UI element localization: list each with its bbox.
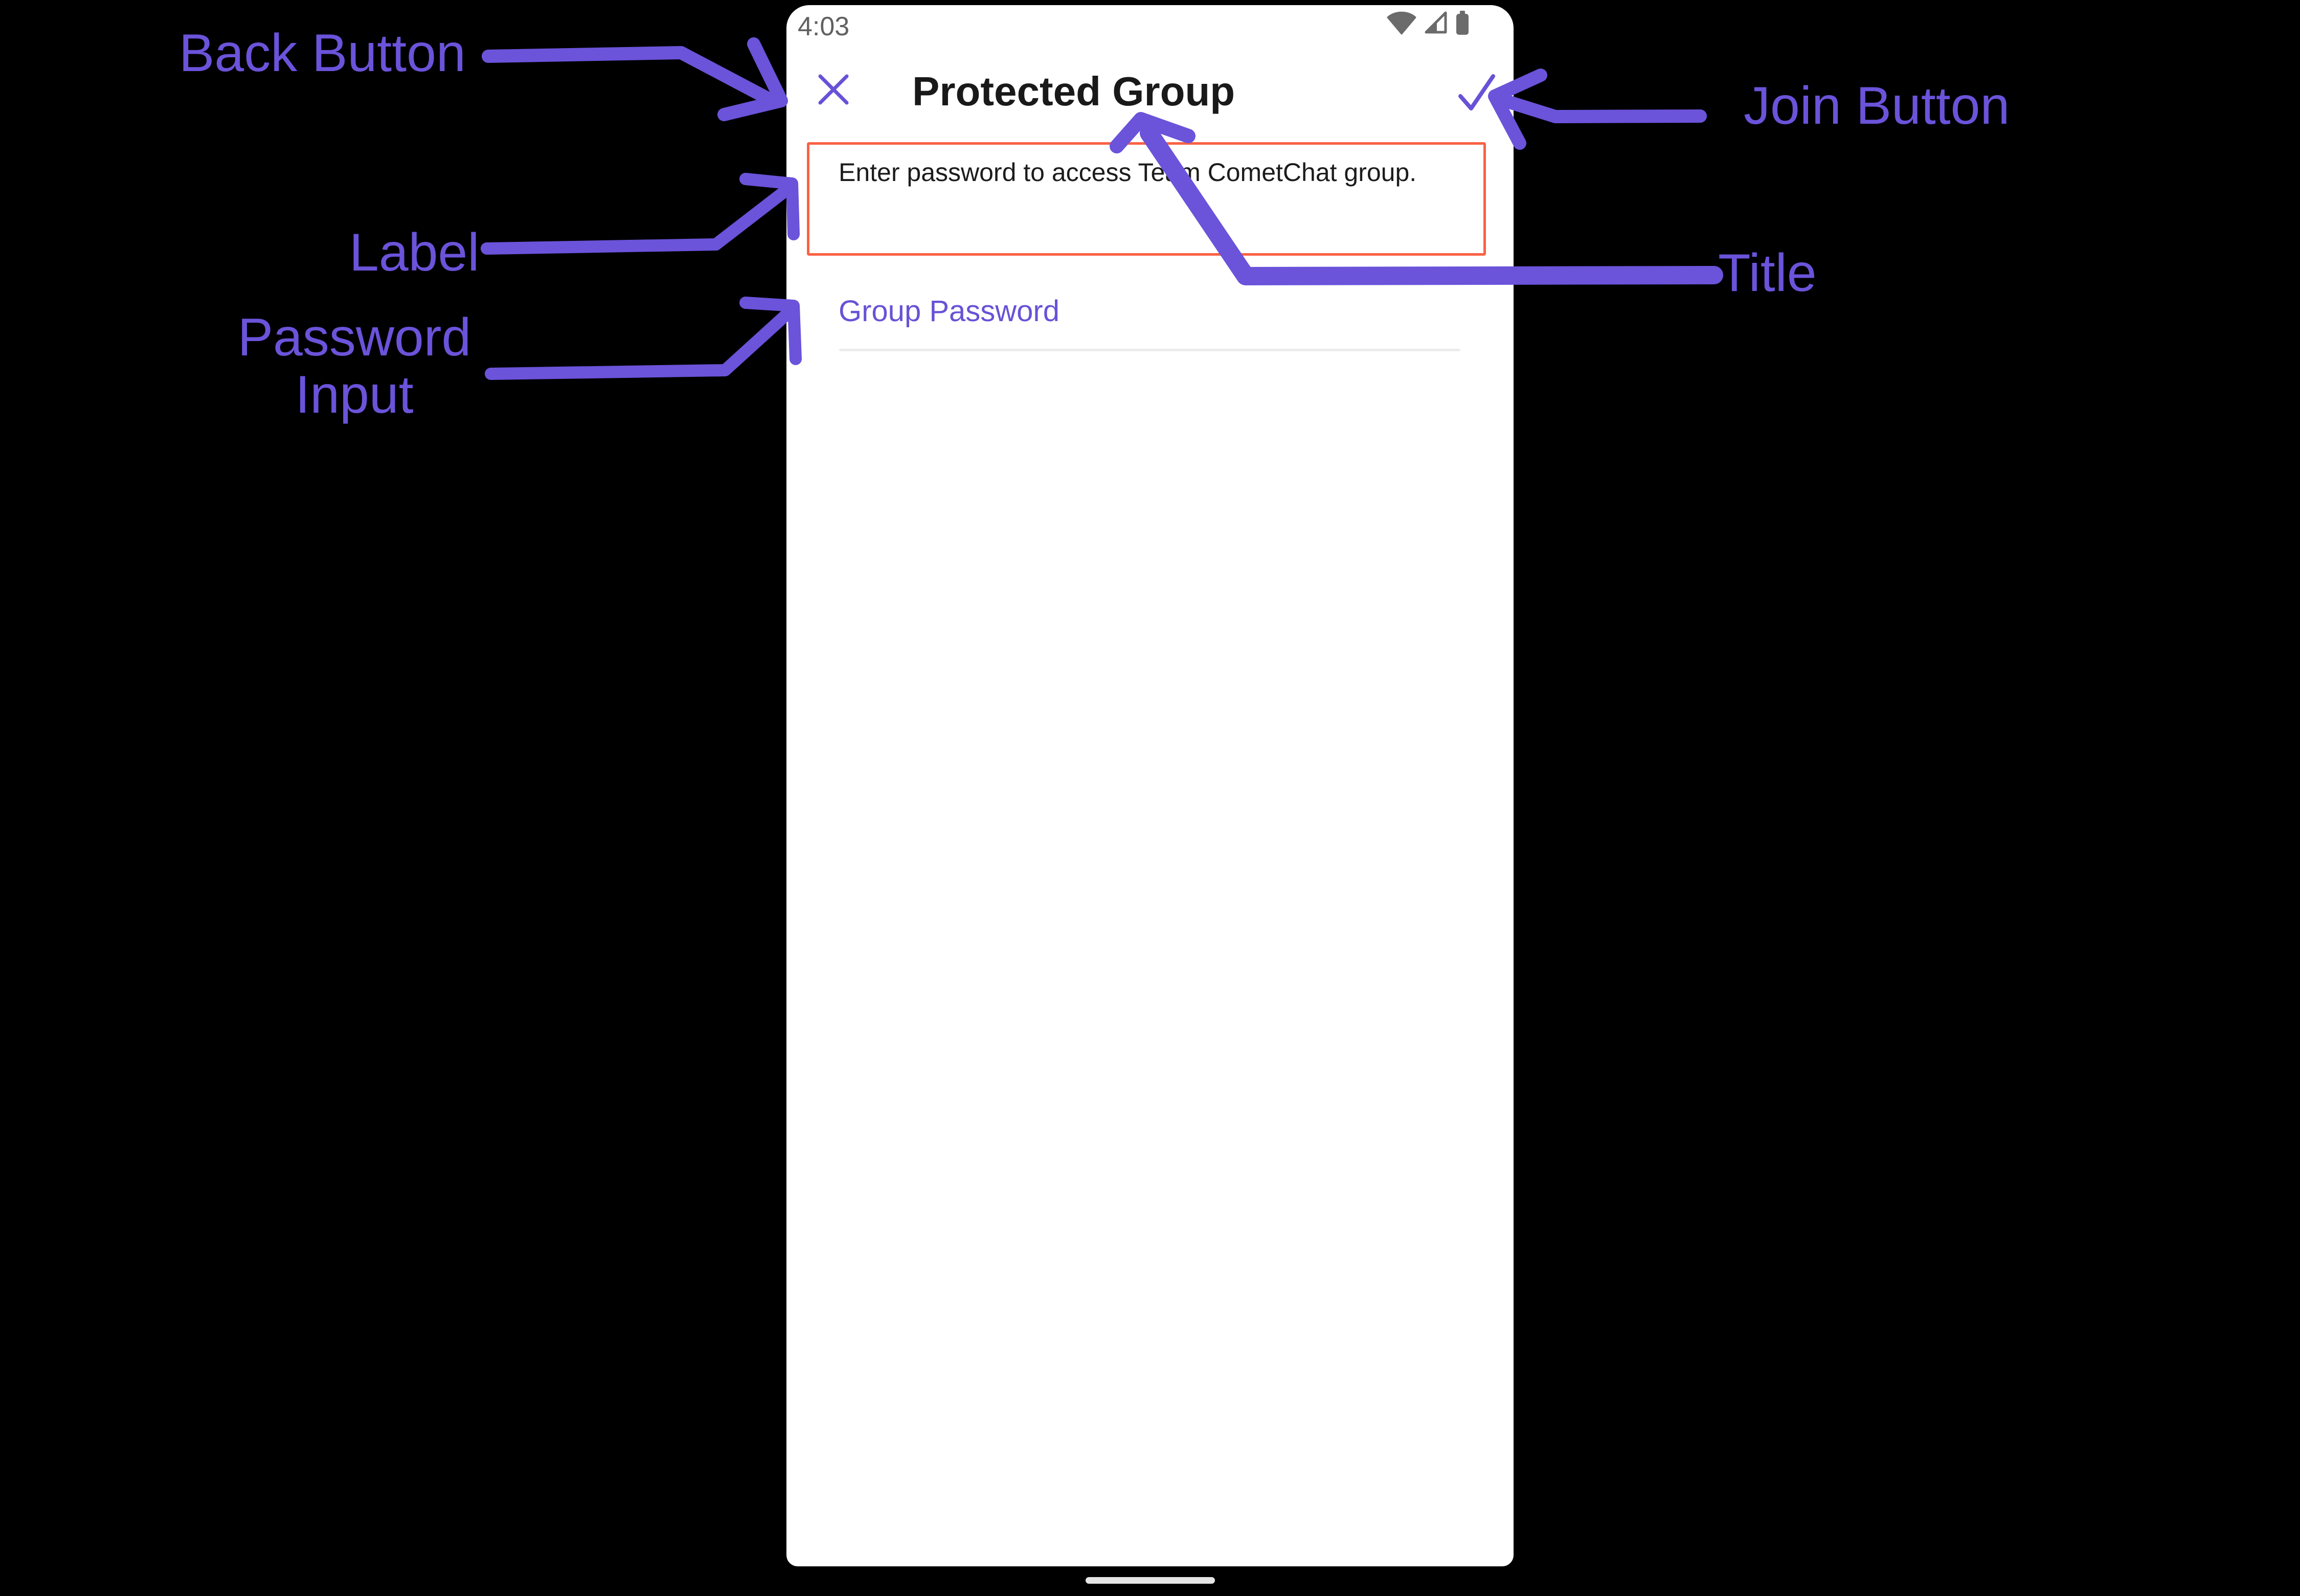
app-bar: Protected Group [786,56,1514,133]
input-underline [839,349,1460,351]
wifi-icon [1387,11,1416,35]
group-password-input[interactable] [838,289,1463,333]
join-button-arrow [1488,69,1707,150]
battery-icon [1456,11,1469,35]
label-arrow [481,173,800,255]
cellular-signal-icon [1425,11,1447,34]
label-highlight-box: Enter password to access Team CometChat … [807,142,1486,256]
annotation-join-button-label: Join Button [1744,76,2010,136]
back-button-arrow [482,37,788,121]
annotation-back-button-label: Back Button [179,24,466,83]
close-icon [818,74,849,105]
annotation-title-label: Title [1718,243,1817,303]
group-description-label: Enter password to access Team CometChat … [839,158,1417,187]
page-title: Protected Group [912,69,1235,114]
password-input-arrow [485,297,802,380]
phone-screen: 4:03 Protected Gr [786,5,1514,1566]
join-button[interactable] [1451,68,1502,119]
status-icons [1386,10,1470,36]
home-indicator[interactable] [1086,1577,1215,1584]
annotation-label-label: Label [349,223,480,282]
status-time: 4:03 [798,12,850,41]
status-bar: 4:03 [786,5,1514,54]
annotation-password-input-label: Password Input [237,308,471,424]
close-button[interactable] [810,66,856,113]
check-icon [1458,74,1495,110]
